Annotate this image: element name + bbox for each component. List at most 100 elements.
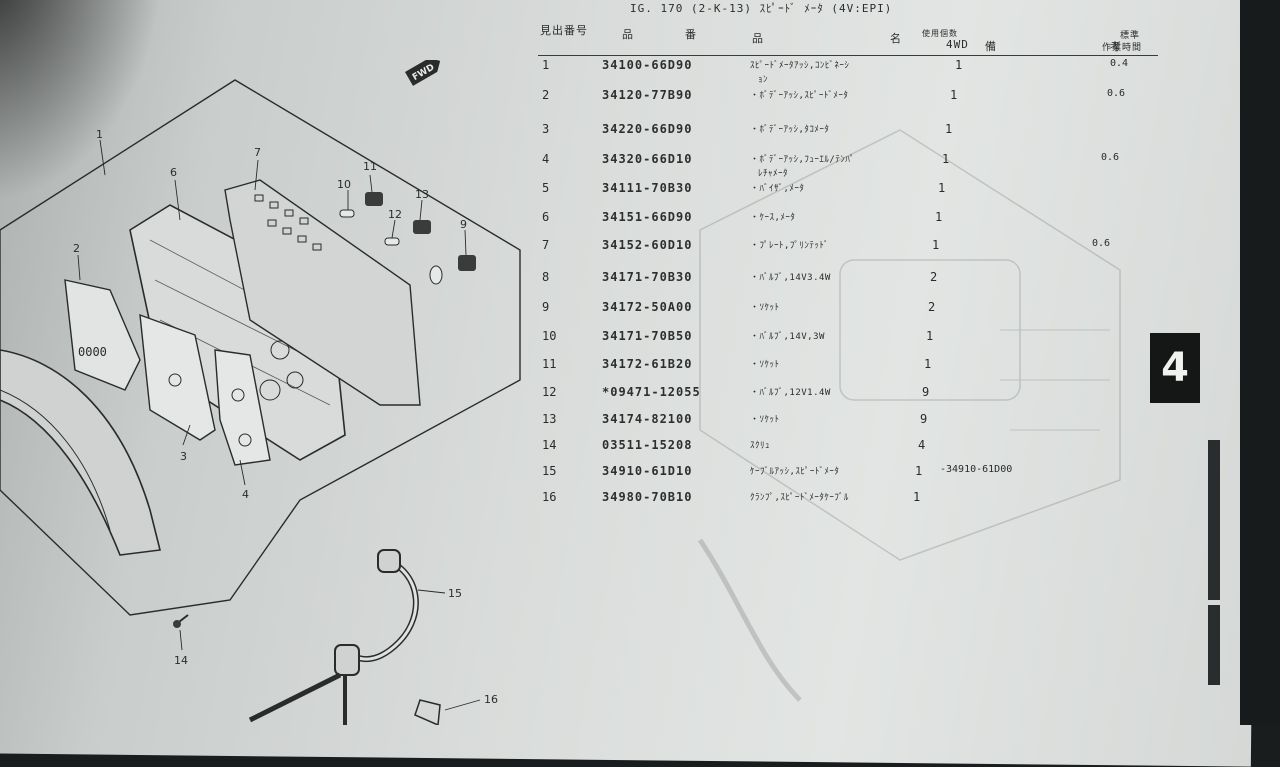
part-name: ・ﾎﾞﾃﾞｰｱｯｼ,ｽﾋﾟｰﾄﾞﾒｰﾀ [750,91,849,101]
row-index: 10 [542,329,557,343]
part-name: ・ﾌﾟﾚｰﾄ,ﾌﾟﾘﾝﾃｯﾄﾞ [750,241,829,251]
callout-6: 6 [170,166,177,179]
callout-11: 11 [363,160,377,173]
visor-part [0,349,161,556]
labor-time: 0.6 [1092,238,1111,249]
part-name-cont: ｮﾝ [758,75,769,85]
usage-qty: 1 [945,122,953,136]
row-index: 3 [542,122,550,136]
callout-13: 13 [415,188,429,201]
part-number: 34152-60D10 [602,238,693,252]
svg-text:0000: 0000 [78,345,107,359]
part-name: ｽﾋﾟｰﾄﾞﾒｰﾀｱｯｼ,ｺﾝﾋﾞﾈｰｼ [750,61,850,71]
row-index: 1 [542,58,550,72]
callout-12: 12 [388,208,402,221]
part-number: 34100-66D90 [602,58,693,72]
usage-qty: 2 [928,300,936,314]
part-number: 34910-61D10 [602,464,693,478]
part-name: ｹｰﾌﾞﾙｱｯｼ,ｽﾋﾟｰﾄﾞﾒｰﾀ [750,467,840,477]
part-number: 34320-66D10 [602,152,693,166]
part-number: 03511-15208 [602,438,693,452]
callout-1: 1 [96,128,103,141]
callout-10: 10 [337,178,351,191]
fuel-temp-face [214,349,271,466]
tachometer-face [139,313,216,441]
part-name: ・ｿｹｯﾄ [750,415,780,425]
usage-qty: 1 [942,152,950,166]
part-name: ・ｿｹｯﾄ [750,360,780,370]
figure-title: IG. 170 (2-K-13) ｽﾋﾟｰﾄﾞ ﾒｰﾀ (4V:EPI) [630,2,893,15]
usage-qty: 1 [924,357,932,371]
part-name: ｸﾗﾝﾌﾟ,ｽﾋﾟｰﾄﾞﾒｰﾀｹｰﾌﾞﾙ [750,493,849,503]
exploded-diagram: 0000 FWD 1 2 3 4 6 [0,60,521,725]
usage-qty: 9 [920,412,928,426]
usage-qty: 1 [926,329,934,343]
row-index: 15 [542,464,557,478]
callout-7: 7 [254,146,261,159]
row-index: 12 [542,385,557,399]
cable-clamp [414,699,441,725]
socket-9 [458,255,476,271]
callout-2: 2 [73,242,80,255]
row-index: 4 [542,152,550,166]
part-name: ・ｹｰｽ,ﾒｰﾀ [750,213,796,223]
row-index: 8 [542,270,550,284]
part-name: ・ﾎﾞﾃﾞｰｱｯｼ,ﾌｭｰｴﾙ/ﾃﾝﾊﾟ [750,155,855,165]
part-name: ｽｸﾘｭ [750,441,771,451]
bulb-12 [384,237,400,246]
usage-qty: 1 [938,181,946,195]
assembly-outline [0,79,521,616]
usage-qty: 1 [955,58,963,72]
part-name-cont: ﾚﾁｬﾒｰﾀ [758,169,789,179]
usage-qty: 1 [950,88,958,102]
header-rule [538,55,1158,56]
part-number: 34172-61B20 [602,357,693,371]
part-number: 34171-70B50 [602,329,693,343]
row-index: 16 [542,490,557,504]
usage-qty: 1 [915,464,923,478]
row-index: 7 [542,238,550,252]
labor-time: 0.4 [1110,58,1129,69]
part-name: ・ﾊﾞﾙﾌﾞ,12V1.4W [750,388,831,398]
usage-qty: 1 [932,238,940,252]
part-name: ・ﾊﾞｲｻﾞ,ﾒｰﾀ [750,184,805,194]
row-index: 5 [542,181,550,195]
speedometer-face [64,279,141,391]
usage-qty: 1 [935,210,943,224]
row-index: 6 [542,210,550,224]
row-index: 2 [542,88,550,102]
part-name: ・ﾎﾞﾃﾞｰｱｯｼ,ﾀｺﾒｰﾀ [750,125,830,135]
part-name: ・ﾊﾞﾙﾌﾞ,14V,3W [750,332,825,342]
part-number: 34174-82100 [602,412,693,426]
row-index: 14 [542,438,557,452]
part-number: 34120-77B90 [602,88,693,102]
bulb-10 [339,209,355,218]
fwd-arrow-icon: FWD [405,60,441,86]
col-time-sub: 作業時間 [1102,43,1143,53]
callout-16: 16 [484,693,498,706]
part-number: 34980-70B10 [602,490,693,504]
part-name: ・ﾊﾞﾙﾌﾞ,14V3.4W [750,273,831,283]
section-tab: 4 [1150,333,1200,403]
callout-14: 14 [174,654,188,667]
socket-13 [413,220,431,234]
usage-qty: 4 [918,438,926,452]
bulb-8 [429,265,443,285]
part-name: ・ｿｹｯﾄ [750,303,780,313]
col-usage-header: 使用個数 [922,29,958,38]
part-number: 34111-70B30 [602,181,693,195]
col-usage-sub: 4WD [946,38,969,51]
usage-qty: 1 [913,490,921,504]
row-index: 11 [542,357,557,371]
index-tab-marks [1208,420,1238,720]
col-index-header: 見出番号 [540,24,588,37]
part-number: 34172-50A00 [602,300,693,314]
callout-4: 4 [242,488,249,501]
part-number: 34171-70B30 [602,270,693,284]
col-part-header: 品 番 [622,28,706,41]
show-through-diagram [0,0,1280,725]
labor-time: 0.6 [1107,88,1126,99]
col-note-header: 備 考 [985,40,1135,53]
usage-qty: 9 [922,385,930,399]
part-number: 34220-66D90 [602,122,693,136]
